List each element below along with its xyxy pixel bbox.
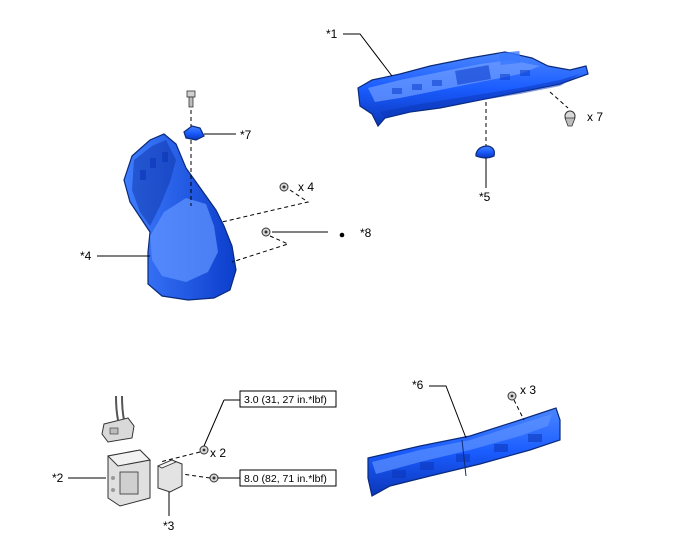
callout-6: *6 [412,378,424,392]
dash-screw-a [159,451,201,463]
torque-box-1 [239,390,337,408]
callout-2: *2 [52,471,64,485]
part-5-pad [475,145,495,159]
bolt-icon [186,90,196,108]
qty-clips-left: x 4 [298,180,314,194]
leader-1 [343,33,393,77]
callout-1: *1 [326,27,338,41]
clip-fastener-top [564,110,576,127]
dot-marker [339,232,345,238]
dash-clips-left [221,189,310,223]
screw-icon [199,445,209,455]
connector-cable [101,395,135,443]
qty-screws-bottom-left: x 2 [210,446,226,460]
dash-fastener-8 [231,235,290,263]
callout-8: *8 [360,226,372,240]
callout-7: *7 [240,128,252,142]
torque-value-1: 3.0 (31, 27 in.*lbf) [244,394,327,406]
part-1-tray [357,50,589,128]
screw-icon-bottom-right [507,391,517,401]
torque-box-2 [239,469,337,487]
qty-screws-bottom-right: x 3 [520,383,536,397]
part-7-bracket [183,125,205,141]
callout-3: *3 [163,519,175,533]
part-4-side-panel [123,133,237,301]
part-3-bracket [157,459,183,493]
nut-icon [209,473,219,483]
callout-4: *4 [80,249,92,263]
part-2-module [106,449,152,507]
dash-nut [181,473,211,479]
dash-screw-b [513,399,525,421]
torque-value-2: 8.0 (82, 71 in.*lbf) [244,473,327,485]
callout-5: *5 [479,190,491,204]
fastener-8 [261,227,271,237]
part-6-scuff-plate [367,407,561,497]
dash-clip-top [549,91,569,109]
leader-torque-1 [203,399,225,447]
qty-clips-top: x 7 [587,110,603,124]
leader-6 [429,385,467,439]
clip-fastener-left [279,182,289,192]
